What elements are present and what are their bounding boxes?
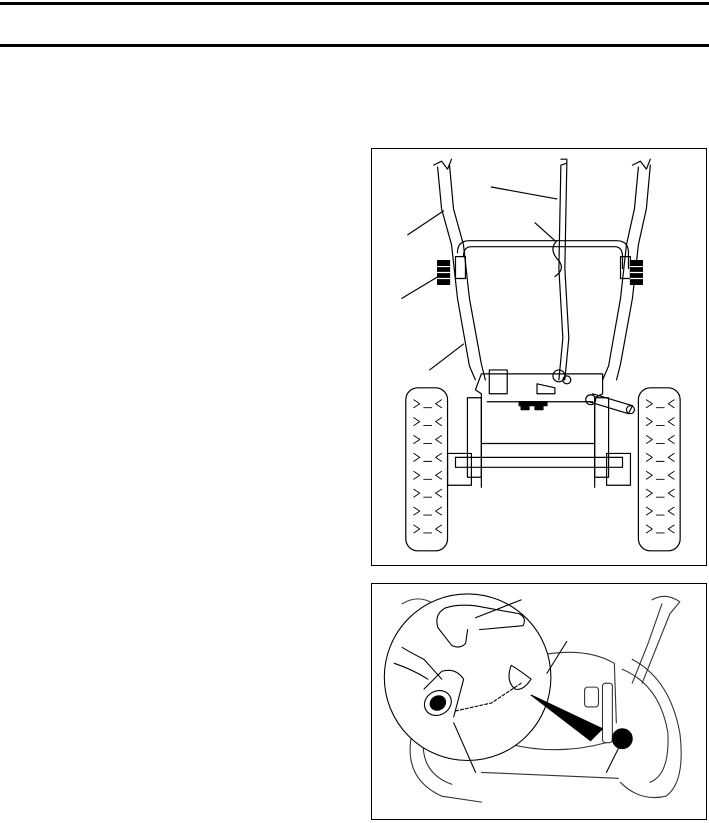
housing-outline <box>401 595 682 803</box>
pointer-wedge <box>530 694 604 742</box>
black-knob <box>611 728 633 750</box>
left-tire <box>405 387 449 552</box>
callout-leaders <box>453 599 619 773</box>
handle-knob-left <box>437 259 451 286</box>
callout-leaders <box>401 186 558 371</box>
figure-hairpin-detail <box>371 583 707 820</box>
right-handle <box>602 158 651 381</box>
right-tire <box>637 387 681 552</box>
header-rule-top <box>0 2 709 5</box>
figure-2-drawing <box>383 593 682 803</box>
axle <box>446 442 632 488</box>
figure-1-drawing <box>401 158 681 552</box>
handle-knob-right <box>629 259 643 286</box>
left-handle <box>433 158 486 381</box>
magnifier-circle <box>383 593 552 762</box>
shift-rod <box>552 158 570 381</box>
upper-crossbar <box>454 240 632 280</box>
figure-handles-and-wheels <box>371 148 707 566</box>
header-rule-second <box>0 44 709 47</box>
frame-body <box>466 369 636 478</box>
